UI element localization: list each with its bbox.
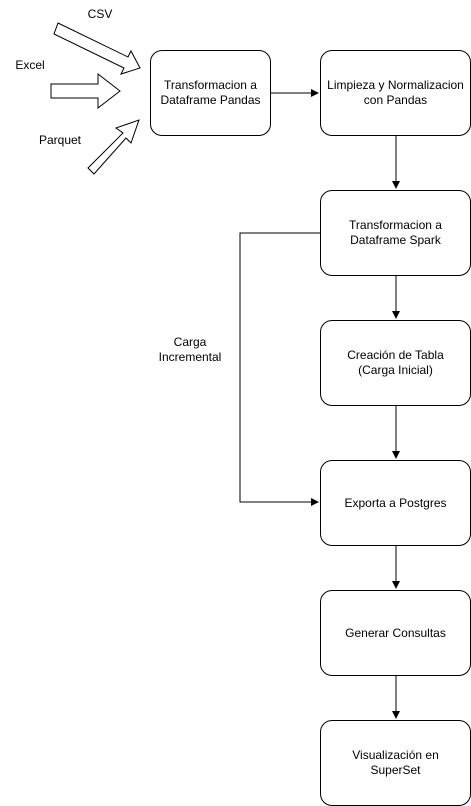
- node-transform-pandas-label: Transformacion a Dataframe Pandas: [160, 78, 261, 107]
- label-excel: Excel: [15, 58, 45, 72]
- node-transform-pandas: Transformacion a Dataframe Pandas: [150, 50, 271, 136]
- node-export-postgres-label: Exporta a Postgres: [344, 495, 447, 510]
- node-transform-spark-label: Transformacion a Dataframe Spark: [349, 218, 442, 247]
- node-transform-spark: Transformacion a Dataframe Spark: [320, 190, 471, 276]
- node-clean-pandas-label: Limpieza y Normalizacion con Pandas: [327, 78, 464, 107]
- node-superset-visualization-label: Visualización en SuperSet: [352, 748, 439, 777]
- label-incremental-load: Carga Incremental: [158, 335, 222, 364]
- node-create-table-label: Creación de Tabla (Carga Inicial): [347, 348, 444, 377]
- csv-arrow: [53, 22, 141, 75]
- node-clean-pandas: Limpieza y Normalizacion con Pandas: [320, 50, 471, 136]
- node-create-table: Creación de Tabla (Carga Inicial): [320, 320, 471, 406]
- node-export-postgres: Exporta a Postgres: [320, 460, 471, 546]
- node-generate-queries: Generar Consultas: [320, 590, 471, 676]
- label-csv: CSV: [87, 7, 113, 21]
- parquet-arrow: [87, 119, 140, 175]
- edge-incremental-load: [239, 232, 320, 506]
- node-superset-visualization: Visualización en SuperSet: [320, 720, 471, 806]
- excel-arrow: [50, 72, 121, 110]
- label-parquet: Parquet: [38, 133, 82, 147]
- node-generate-queries-label: Generar Consultas: [345, 625, 446, 640]
